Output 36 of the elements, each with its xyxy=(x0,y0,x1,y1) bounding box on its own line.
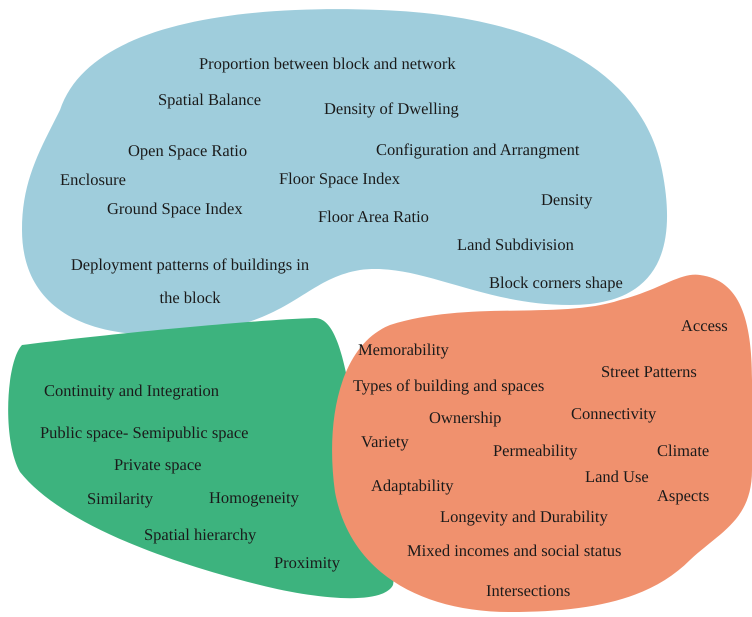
term-label: Longevity and Durability xyxy=(440,507,608,527)
term-label: Memorability xyxy=(358,340,449,360)
term-label: Intersections xyxy=(486,581,570,601)
term-label: Ground Space Index xyxy=(107,199,243,219)
term-label: Similarity xyxy=(87,489,153,509)
term-label: Homogeneity xyxy=(209,488,299,508)
term-label: Proximity xyxy=(274,553,340,573)
term-label: Enclosure xyxy=(60,170,126,190)
term-label: Permeability xyxy=(493,441,578,461)
term-label: Land Subdivision xyxy=(457,235,574,255)
term-label: Configuration and Arrangment xyxy=(376,140,580,160)
term-label: Types of building and spaces xyxy=(353,376,544,396)
term-label: Spatial hierarchy xyxy=(144,525,256,545)
term-label: Land Use xyxy=(585,467,649,487)
term-label: Deployment patterns of buildings in the block xyxy=(70,254,310,309)
term-label: Connectivity xyxy=(571,404,656,424)
term-label: Ownership xyxy=(429,408,502,428)
term-label: Street Patterns xyxy=(601,362,697,382)
term-label: Climate xyxy=(657,441,710,461)
term-label: Floor Space Index xyxy=(279,169,400,189)
term-label: Access xyxy=(681,316,728,336)
term-label: Open Space Ratio xyxy=(128,141,248,161)
term-label: Spatial Balance xyxy=(158,90,262,110)
term-label: Density of Dwelling xyxy=(324,99,459,119)
term-label: Continuity and Integration xyxy=(44,381,220,401)
term-label: Aspects xyxy=(657,486,710,506)
term-label: Floor Area Ratio xyxy=(318,207,429,227)
term-label: Mixed incomes and social status xyxy=(407,541,622,561)
term-label: Private space xyxy=(114,455,202,475)
term-label: Proportion between block and network xyxy=(199,54,456,74)
term-label: Variety xyxy=(361,432,409,452)
term-label: Adaptability xyxy=(371,476,454,496)
blob-shape xyxy=(22,9,667,335)
term-label: Public space- Semipublic space xyxy=(40,423,248,443)
term-label: Block corners shape xyxy=(489,273,623,293)
term-label: Density xyxy=(541,190,592,210)
